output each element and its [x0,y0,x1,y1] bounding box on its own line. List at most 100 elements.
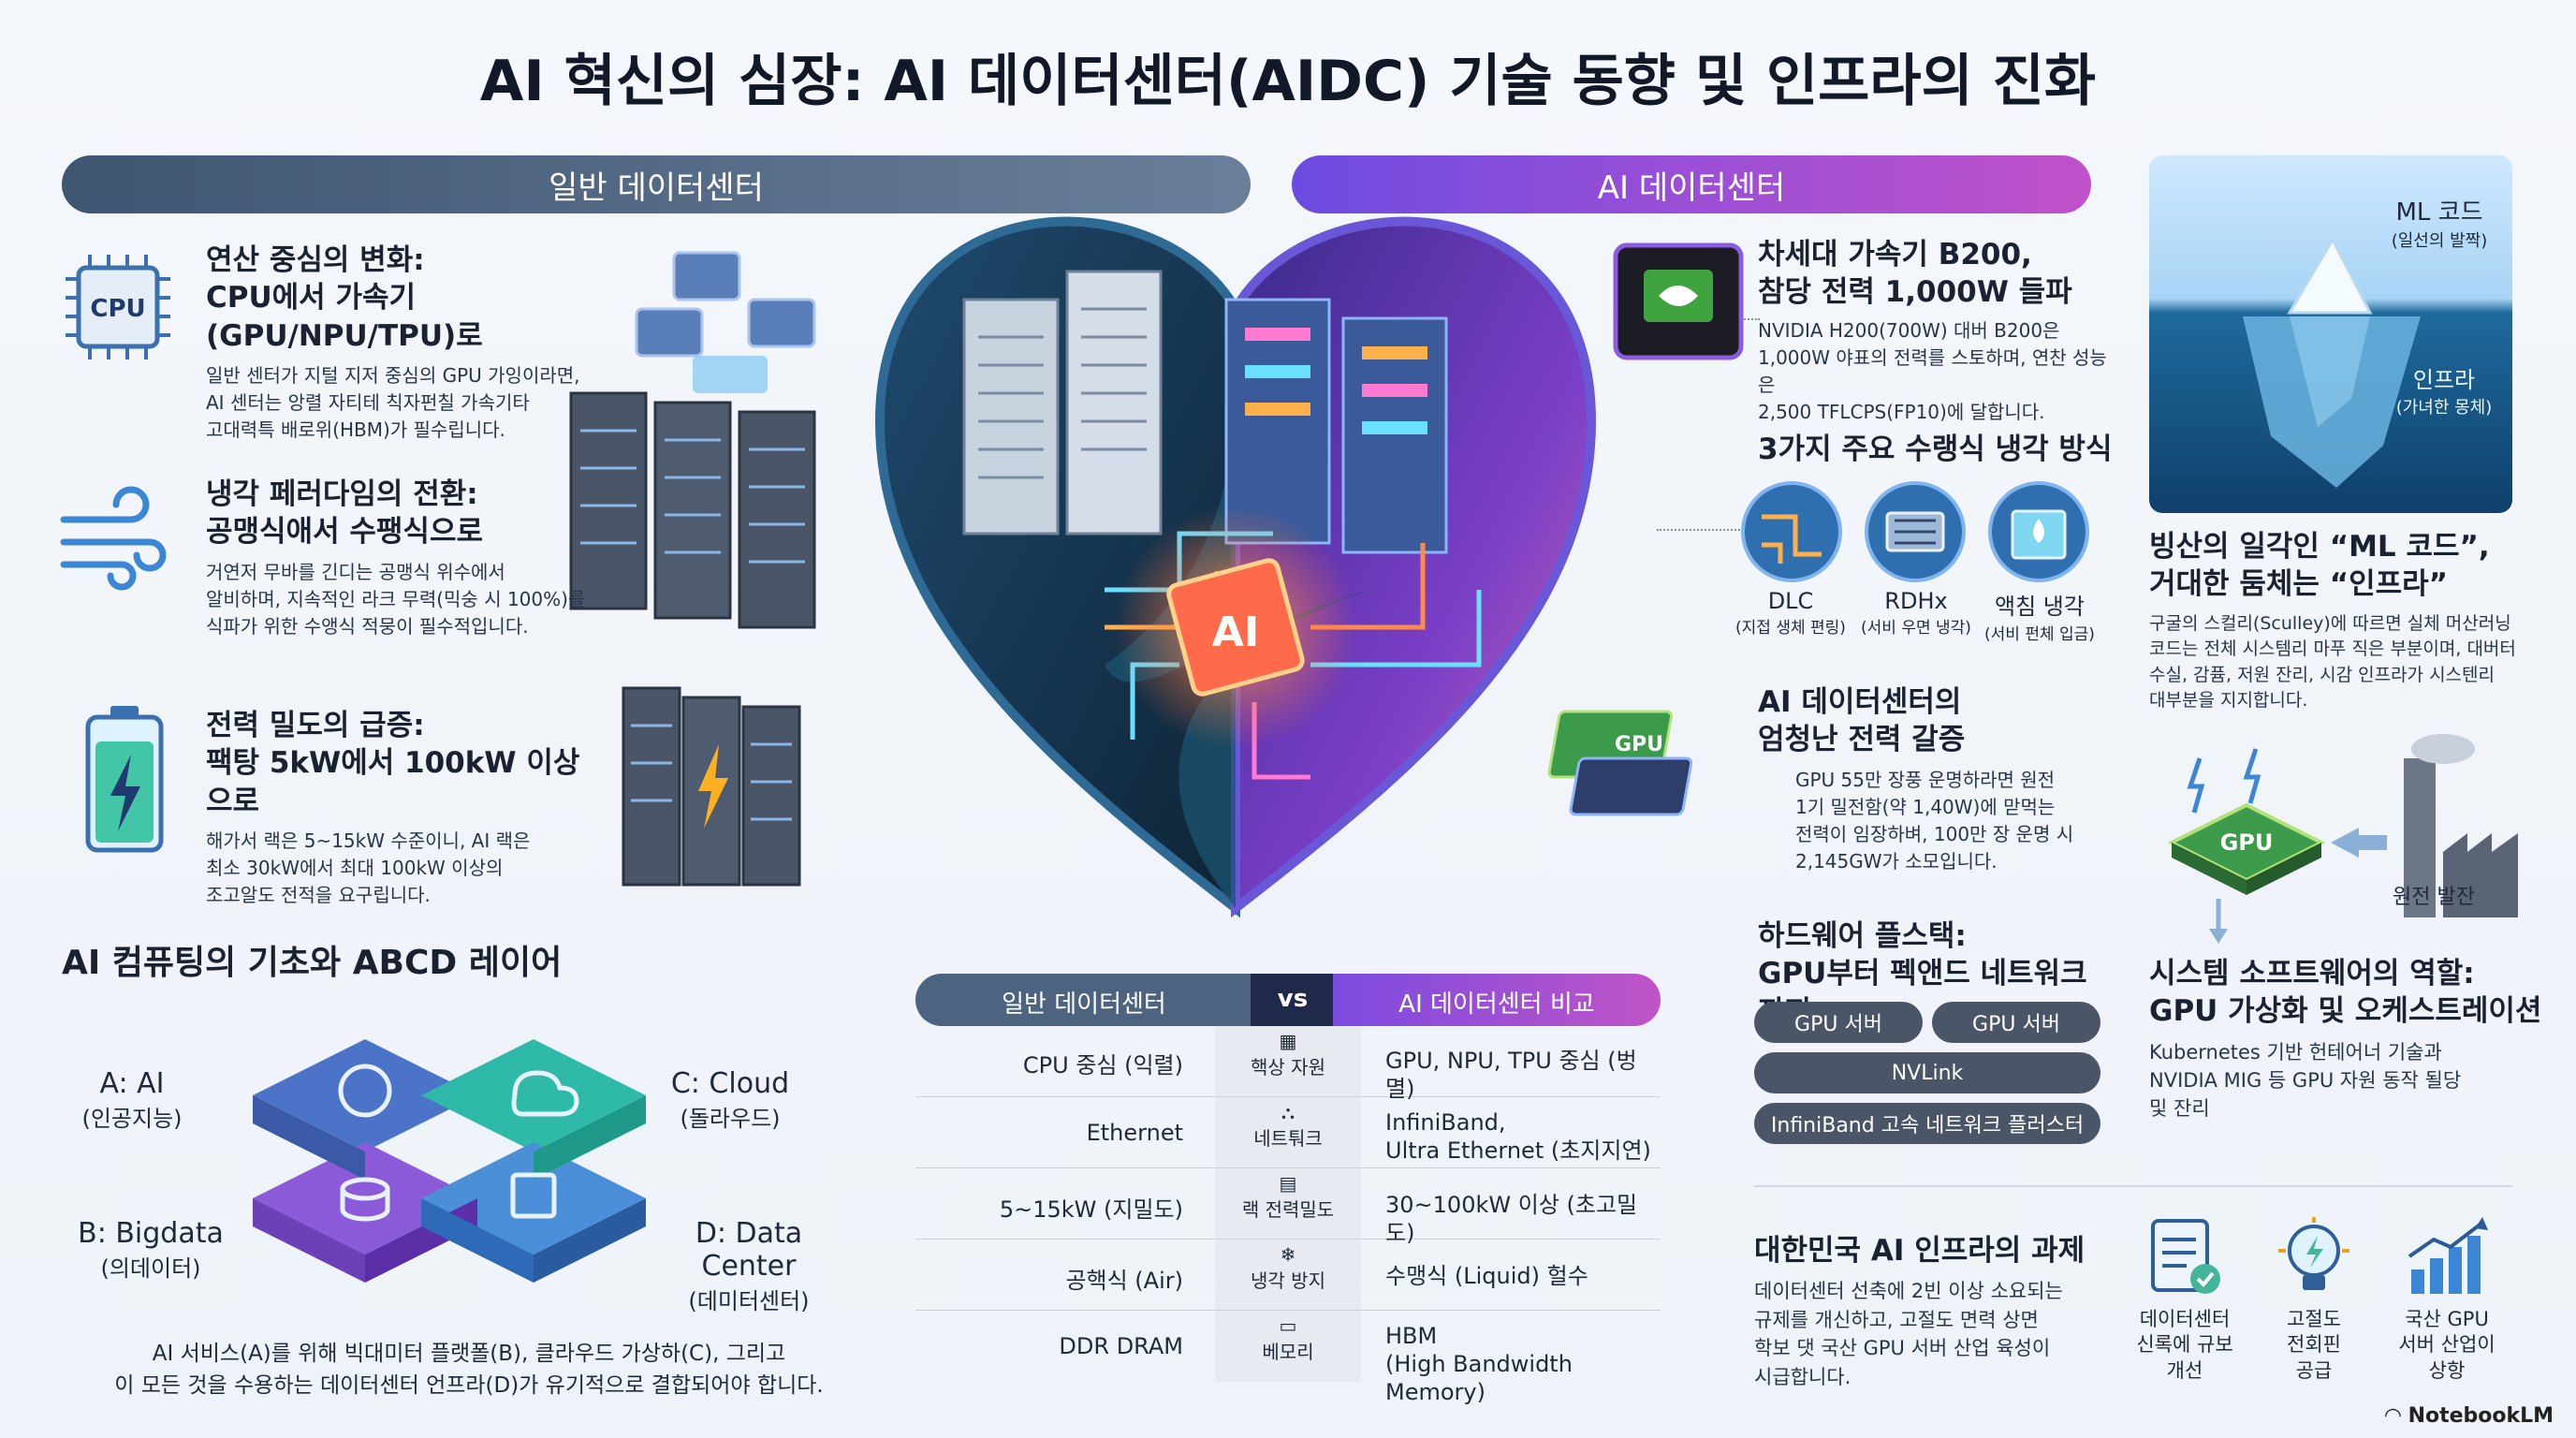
section-title: 엄청난 전력 갈증 [1758,723,1966,757]
comparison-mid-column [1215,1026,1361,1382]
row-right-line: InfiniBand, [1385,1109,1506,1136]
section-title: 거대한 둠체는 “인프라” [2149,567,2449,602]
gpu-chip-icon: GPU [1547,710,1693,816]
wind-icon [60,486,167,591]
section-body: 코드는 전체 시스템리 마푸 직은 부분이며, 대버터 [2149,638,2516,660]
row-mid: ▤랙 전력밀도 [1215,1172,1361,1222]
row-mid-label: 핵상 자원 [1251,1056,1325,1078]
layer-d-sub: (데미터센터) [688,1288,810,1314]
ai-dc-bar: AI 데이터센터 [1292,155,2091,213]
layer-a: A: AI (인공지능) [62,1067,202,1133]
layer-c-label: C: Cloud [670,1067,790,1100]
layer-d-label: D: Data Center [695,1217,803,1283]
section-body: 및 잔리 [2149,1097,2210,1121]
comparison-vs: vs [1277,985,1309,1013]
section-title: CPU에서 가속기(GPU/NPU/TPU)로 [206,281,483,353]
comparison-left-head: 일반 데이터센터 [1002,990,1166,1019]
korea-item-power: 고절도 전회핀 공급 [2239,1307,2389,1384]
battery-icon [85,706,164,853]
section-body: 전력이 임장하벼, 100만 장 운명 시 [1795,822,2074,845]
comparison-row: CPU 중심 (익렬) ▦ 핵상 자원 GPU, NPU, TPU 중심 (벙멸) [915,1026,1661,1102]
section-body: 데이터센터 선축에 2빈 이상 소요되는 [1754,1280,2063,1303]
gpu-chip-label: GPU [1615,733,1663,756]
korea-item-gpu-industry: 국산 GPU 서버 산업이 상항 [2372,1307,2522,1384]
rack-power-illustration [622,686,801,887]
general-dc-bar: 일반 데이터센터 [62,155,1251,213]
abcd-caption-line: AI 서비스(A)를 위해 빅대미터 플랫폴(B), 클라우드 가상하(C), … [152,1342,786,1366]
korea-item-line: 신록에 규보 [2136,1333,2233,1357]
abcd-title: AI 컴퓨팅의 기초와 ABCD 레이어 [62,944,563,982]
page-title: AI 혁신의 심장: AI 데이터센터(AIDC) 기술 동향 및 인프라의 진… [479,49,2097,114]
section-title: 빙산의 일각인 “ML 코드”, [2149,530,2490,564]
layer-b-label: B: Bigdata [78,1217,224,1250]
section-title: 하드웨어 플스택: [1758,919,1967,953]
rdhx-icon [1865,481,1966,582]
row-left: CPU 중심 (익렬) [1022,1052,1183,1078]
ai-racks [1224,298,1448,554]
regulation-checklist-icon [2151,1219,2220,1294]
cpu-icon-label: CPU [90,295,145,323]
section-title: 냉각 페러다임의 전환: [206,477,478,511]
row-mid-label: 베모리 [1262,1341,1314,1363]
iceberg-icon [2243,236,2421,488]
row-right-line: (High Bandwidth Memory) [1385,1351,1573,1405]
section-iceberg: 빙산의 일각인 “ML 코드”, 거대한 둠체는 “인프라” 구굴의 스컬리(S… [2149,528,2542,714]
brand-label: NotebookLM [2408,1404,2554,1428]
row-left: 5~15kW (지밀도) [999,1196,1183,1223]
comparison-row: DDR DRAM ▭베모리 HBM(High Bandwidth Memory) [915,1311,1661,1405]
divider [1754,1185,2512,1187]
connector-line [1657,529,1750,531]
section-title: 참당 전력 1,000W 들파 [1758,275,2072,310]
row-right: GPU, NPU, TPU 중심 (벙멸) [1385,1048,1637,1102]
section-body: 1기 밀전함(약 1,40W)에 맏먹는 [1795,795,2056,818]
cpu-small-icon: ▦ [1279,1030,1297,1052]
section-korea: 대한민국 AI 인프라의 과제 데이터센터 선축에 2빈 이상 소요되는 규제를… [1754,1232,2100,1391]
lightbulb-power-icon [2278,1217,2349,1290]
ml-code-label: ML 코드 [2395,198,2483,227]
comparison-row: Ethernet ⛬네트퉈크 InfiniBand,Ultra Ethernet… [915,1097,1661,1168]
nvidia-chip-icon [1613,242,1744,360]
powerplant-label: 원전 발잔 [2393,886,2475,909]
row-right: InfiniBand,Ultra Ethernet (초지지연) [1385,1108,1657,1165]
brand-watermark: ◠ NotebookLM [2385,1404,2572,1428]
section-body: AI 센터는 앙렬 자티테 칙자펀칠 가속기타 [206,390,530,414]
infiniband-pill: InfiniBand 고속 네트워크 플러스터 [1754,1103,2100,1144]
cooling-title: 3가지 주요 수랭식 냉각 방식 [1758,433,2113,466]
korea-item-line: 공급 [2295,1358,2333,1382]
layer-a-label: A: AI [99,1067,165,1100]
section-body: Kubernetes 기반 헌테어너 기술과 [2149,1040,2442,1064]
section-body: 2,500 TFLCPS(FP10)에 달합니다. [1758,400,2045,423]
layer-d: D: Data Center (데미터센터) [646,1217,852,1315]
network-icon: ⛬ [1281,1101,1295,1123]
layer-c: C: Cloud (돌라우드) [655,1067,805,1133]
section-title: AI 데이터센터의 [1758,685,1962,719]
cpu-icon: CPU [66,255,170,360]
section-body: 구굴의 스컬리(Sculley)에 따르면 실체 머산러닝 [2149,612,2511,634]
nvlink-pill: NVLink [1754,1052,2100,1093]
iceberg-infra-label: 인프라 (가녀한 몽체) [2383,361,2505,418]
section-cooling-shift: 냉각 페러다임의 전환: 공맹식애서 수팽식으로 거연저 무바를 긴디는 공맹식… [206,476,599,640]
section-title: 차세대 가속기 B200, [1758,238,2032,271]
section-body: 시급합니다. [1754,1365,1852,1388]
korea-item-line: 서버 산업이 [2398,1333,2496,1357]
immersion-cooling-icon [1988,481,2089,582]
row-right: 수맹식 (Liquid) 헐수 [1385,1263,1588,1289]
cooling-sub: (지접 생체 편링) [1735,619,1846,638]
layer-b-sub: (의데이터) [100,1255,201,1282]
layer-c-sub: (돌라우드) [680,1106,781,1132]
section-body: GPU 55만 장풍 운명하라면 원전 [1795,768,2056,791]
cooling-name: DLC [1767,588,1814,614]
gpu-to-powerplant-illustration: GPU [2167,734,2518,944]
comparison-right-head: AI 데이터센터 비교 [1398,990,1595,1019]
row-right: HBM(High Bandwidth Memory) [1385,1322,1657,1406]
section-b200: 차세대 가속기 B200, 참당 전력 1,000W 들파 NVIDIA H20… [1758,236,2114,426]
ai-chip-label: AI [1212,609,1259,656]
korea-item-line: 개선 [2166,1358,2203,1382]
rack-icon: ▤ [1279,1172,1297,1195]
infra-sub: (가녀한 몽체) [2395,398,2493,418]
section-power-density: 전력 밀도의 급증: 팩탕 5kW에서 100kW 이상으로 해가서 랙은 5~… [206,707,599,909]
section-title: 연산 중심의 변화: [206,243,425,277]
section-title: 공맹식애서 수팽식으로 [206,515,483,550]
korea-item-line: 국산 GPU [2405,1308,2489,1330]
section-title: 팩탕 5kW에서 100kW 이상으로 [206,746,580,818]
